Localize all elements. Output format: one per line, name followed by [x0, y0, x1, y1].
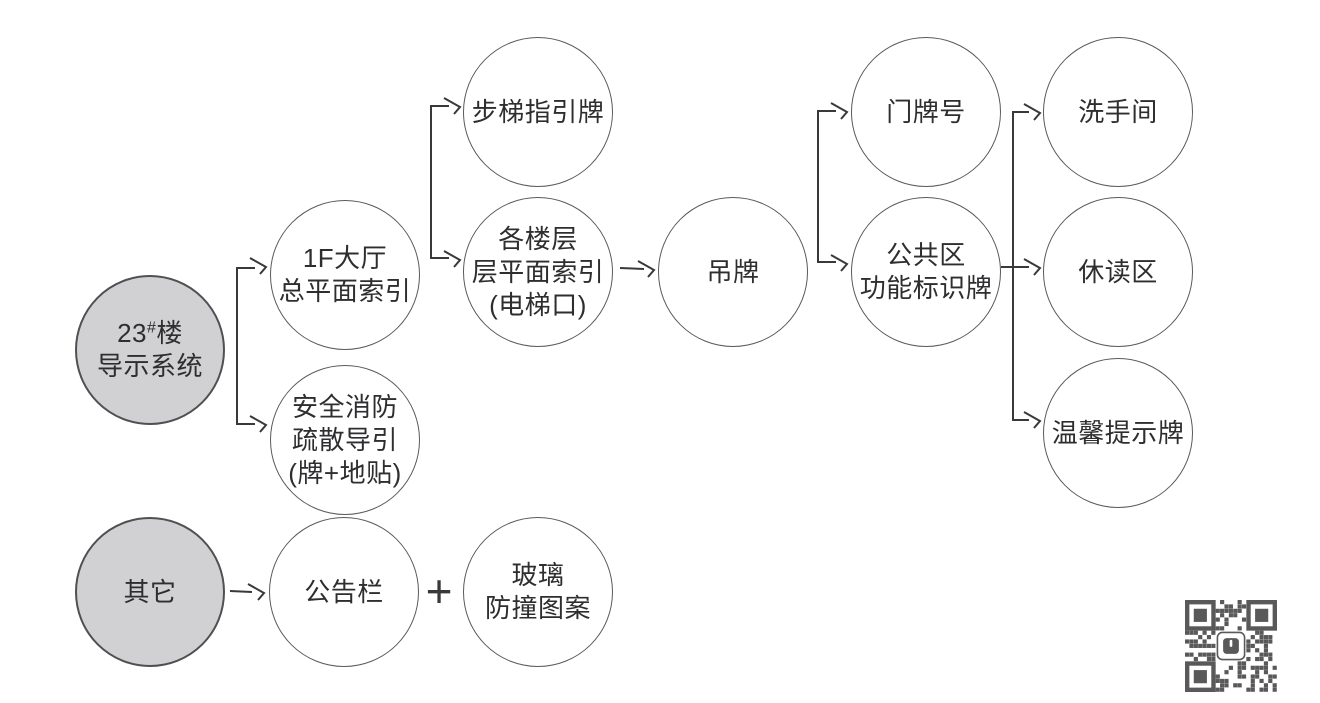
node-label: 功能标识牌	[859, 273, 993, 303]
node-floor-index: 各楼层 层平面索引 (电梯口)	[463, 197, 613, 347]
node-door-number: 门牌号	[851, 37, 1001, 187]
node-label: 休读区	[1078, 256, 1158, 287]
node-washroom: 洗手间	[1043, 37, 1193, 187]
connector-floorindex-hanging-arrow	[619, 260, 656, 278]
building-number: 23	[117, 318, 147, 348]
node-reading-area: 休读区	[1043, 197, 1193, 347]
node-fire-safety: 安全消防 疏散导引 (牌+地贴)	[270, 365, 420, 515]
superscript-hash: #	[147, 319, 157, 337]
plus-operator: +	[425, 565, 453, 617]
node-label: 洗手间	[1078, 96, 1158, 127]
node-label: 23#楼	[117, 317, 183, 350]
node-other: 其它	[75, 517, 225, 667]
node-label: 层平面索引	[471, 256, 605, 287]
node-building-system: 23#楼 导示系统	[75, 275, 225, 425]
node-label: 各楼层	[498, 223, 578, 254]
connector-hanging-branch	[817, 102, 849, 272]
node-label: 疏散导引	[291, 424, 398, 455]
node-label: 安全消防	[291, 391, 398, 422]
node-hanging-sign: 吊牌	[658, 197, 808, 347]
node-label: 其它	[123, 576, 177, 607]
connector-other-notice-arrow	[229, 583, 266, 601]
node-label: 吊牌	[706, 256, 760, 287]
connector-building-branch	[236, 257, 268, 433]
node-notice-board: 公告栏	[269, 517, 419, 667]
node-label: 公共区	[886, 240, 966, 270]
node-label: 防撞图案	[484, 593, 591, 623]
node-label: 玻璃	[511, 560, 565, 590]
qr-code-pattern	[1185, 600, 1277, 692]
qr-code	[1185, 600, 1277, 692]
node-label: 门牌号	[886, 96, 966, 127]
connector-lobby-branch	[430, 97, 462, 268]
node-label: 导示系统	[96, 351, 203, 381]
building-suffix: 楼	[156, 318, 183, 348]
node-label: 公告栏	[304, 576, 384, 607]
node-public-area-sign: 公共区 功能标识牌	[851, 197, 1001, 347]
node-label: (牌+地贴)	[288, 457, 402, 488]
node-tips-sign: 温馨提示牌	[1043, 358, 1193, 508]
node-label: 总平面索引	[278, 276, 412, 306]
connector-publicarea-branch	[1001, 103, 1042, 429]
node-label: 温馨提示牌	[1051, 417, 1185, 448]
node-label: (电梯口)	[489, 289, 587, 320]
node-label: 1F大厅	[302, 243, 388, 273]
node-glass-pattern: 玻璃 防撞图案	[463, 517, 613, 667]
node-lobby-index: 1F大厅 总平面索引	[270, 200, 420, 350]
node-stair-sign: 步梯指引牌	[463, 37, 613, 187]
node-label: 步梯指引牌	[471, 96, 605, 127]
